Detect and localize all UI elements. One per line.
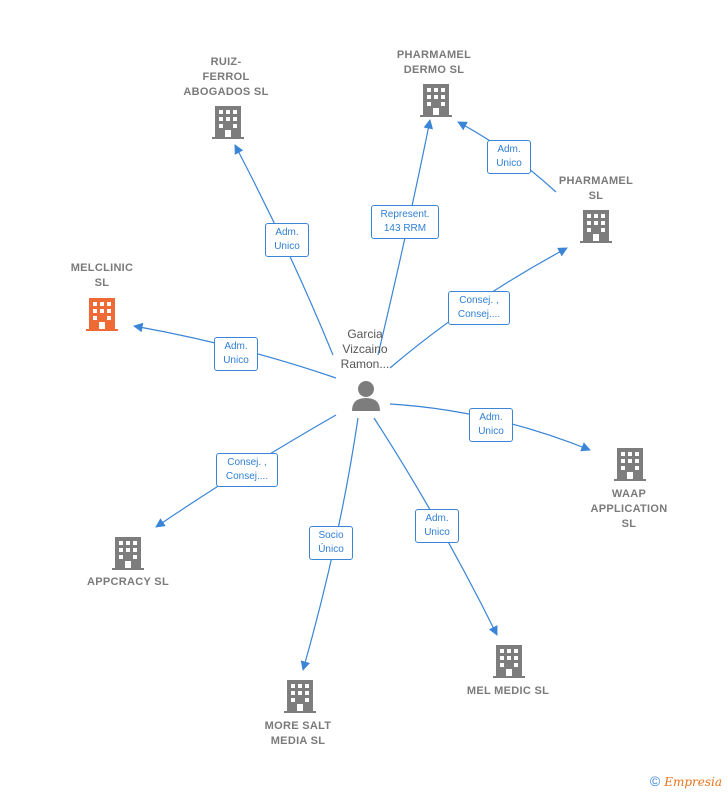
edge-label-more-salt: Socio Único [309, 526, 353, 560]
company-label-pharmamel-dermo[interactable]: PHARMAMEL DERMO SL [396, 49, 472, 76]
company-label-waap[interactable]: WAAP APPLICATION SL [590, 488, 668, 530]
company-label-melclinic[interactable]: MELCLINIC SL [70, 262, 134, 289]
company-label-more-salt[interactable]: MORE SALT MEDIA SL [264, 720, 332, 747]
edge-label-mel-medic: Adm. Unico [415, 509, 459, 543]
person-icon[interactable] [352, 381, 380, 411]
company-label-ruiz[interactable]: RUIZ- FERROL ABOGADOS SL [183, 56, 269, 98]
edge-label-waap: Adm. Unico [469, 408, 513, 442]
company-label-mel-medic[interactable]: MEL MEDIC SL [466, 685, 550, 697]
building-icon-mel-medic[interactable] [493, 643, 525, 684]
copyright-symbol: © [649, 773, 661, 789]
person-name-label[interactable]: Garcia Vizcaino Ramon... [340, 327, 390, 371]
company-label-appcracy[interactable]: APPCRACY SL [87, 576, 169, 588]
footer-brand[interactable]: ©Empresia [650, 773, 722, 789]
building-icon-pharmamel-dermo[interactable] [420, 82, 452, 123]
building-icon-appcracy[interactable] [112, 535, 144, 576]
company-label-pharmamel[interactable]: PHARMAMEL SL [558, 175, 634, 202]
edge-label-appcracy: Consej. , Consej.... [216, 453, 278, 487]
edge-label-pharmamel: Consej. , Consej.... [448, 291, 510, 325]
building-icon-waap[interactable] [614, 446, 646, 487]
edge-label-melclinic: Adm. Unico [214, 337, 258, 371]
building-icon-pharmamel[interactable] [580, 208, 612, 249]
building-icon-ruiz[interactable] [212, 104, 244, 145]
brand-name: Empresia [664, 775, 722, 789]
building-icon-melclinic[interactable] [86, 296, 118, 337]
building-icon-more-salt[interactable] [284, 678, 316, 719]
edge-label-pharmamel-to-dermo: Adm. Unico [487, 140, 531, 174]
edge-label-pharmamel-dermo: Represent. 143 RRM [371, 205, 439, 239]
edge-label-ruiz: Adm. Unico [265, 223, 309, 257]
